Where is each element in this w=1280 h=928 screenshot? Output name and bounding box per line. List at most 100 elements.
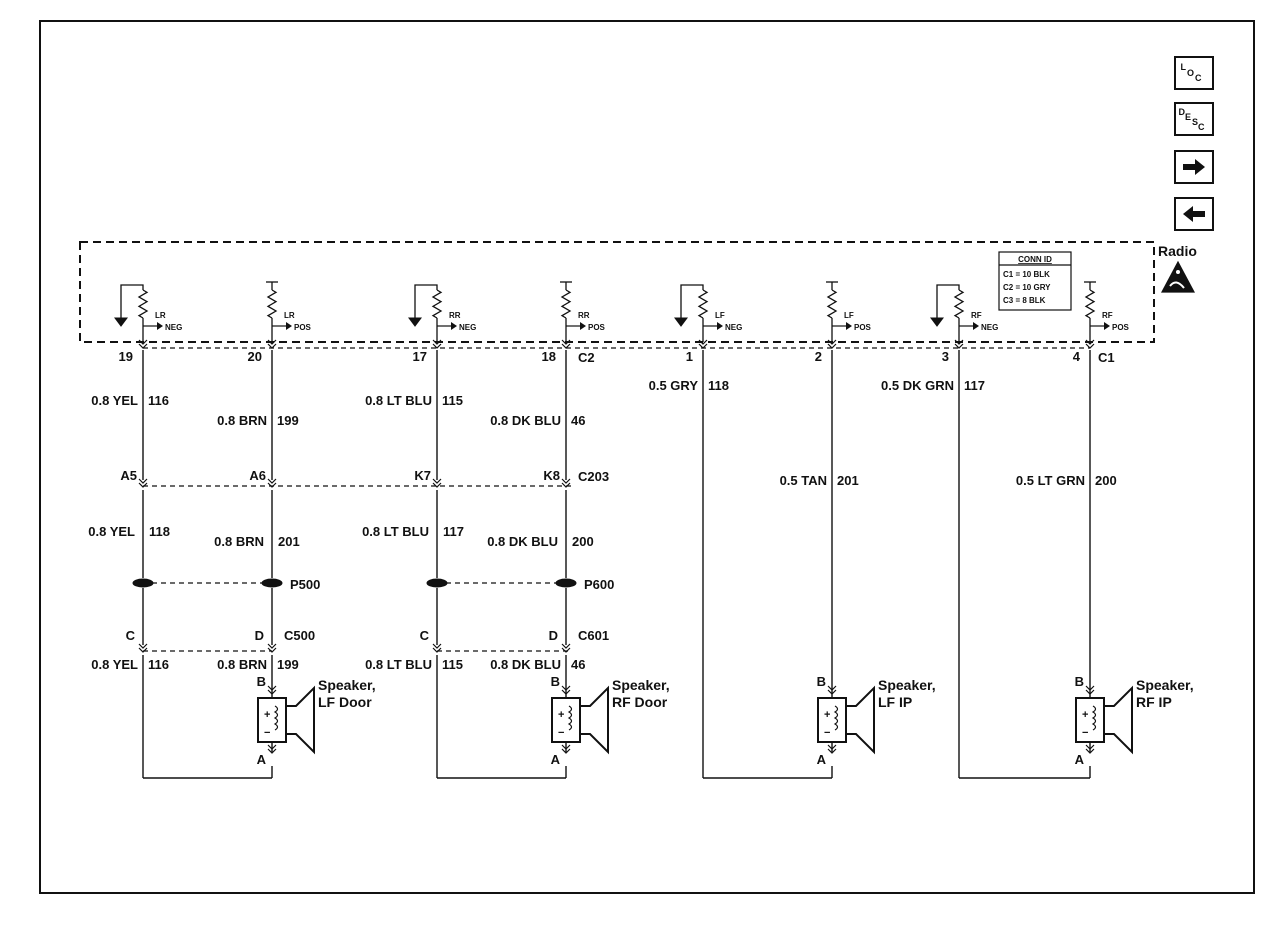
connector-c601-label: C601 <box>578 628 609 643</box>
desc-letter-s: S <box>1192 117 1199 127</box>
speaker-cone-icon <box>846 685 875 755</box>
previous-page-button[interactable] <box>1174 197 1214 231</box>
speaker-pin-a: A <box>817 752 827 767</box>
speaker-pin-a: A <box>1075 752 1085 767</box>
diagram-frame <box>39 20 1255 894</box>
speaker-pin-a-chevron <box>267 744 277 754</box>
wire-color-upper-3: 0.8 DK BLU <box>490 413 561 428</box>
terminal-label-bottom-lr-pos: POS <box>294 323 312 332</box>
arrow-right-icon <box>580 322 586 330</box>
arrow-right-icon <box>846 322 852 330</box>
door-connector-pin: C <box>420 628 430 643</box>
terminal-label-top-rr-pos: RR <box>578 311 590 320</box>
wire-circuit-middle-0: 118 <box>149 524 170 539</box>
wire-circuit-lower-0: 116 <box>148 657 169 672</box>
speaker-cone-icon <box>1104 685 1133 755</box>
speaker-name-line2: LF IP <box>878 694 912 710</box>
radio-module-box <box>79 241 1155 343</box>
speaker-coil-icon <box>1091 705 1097 731</box>
module-connector-chevron <box>827 339 837 349</box>
terminal-label-top-lf-neg: LF <box>715 311 725 320</box>
speaker-coil-icon <box>833 705 839 731</box>
speaker-cone-icon <box>580 685 609 755</box>
arrow-right-icon <box>157 322 163 330</box>
conn-id-row-c3: C3 = 8 BLK <box>1003 296 1046 305</box>
speaker-plus-sign: + <box>824 709 830 721</box>
speaker-plus-sign: + <box>1082 709 1088 721</box>
speaker-box <box>551 697 581 743</box>
terminal-label-bottom-lf-pos: POS <box>854 323 872 332</box>
connector-c500-label: C500 <box>284 628 315 643</box>
desc-letter-e: E <box>1184 112 1191 122</box>
speaker-pin-a-chevron <box>561 744 571 754</box>
speaker-box <box>1075 697 1105 743</box>
speaker-pin-b: B <box>1075 674 1084 689</box>
description-button[interactable]: D E S C <box>1174 102 1214 136</box>
terminal-label-bottom-lr-neg: NEG <box>165 323 182 332</box>
c203-pin-k8: K8 <box>543 468 560 483</box>
loc-letter-c: C <box>1195 73 1202 83</box>
speaker-box <box>817 697 847 743</box>
wire-circuit-middle-3: 200 <box>572 534 594 549</box>
conn-id-row-c2: C2 = 10 GRY <box>1003 283 1051 292</box>
terminal-label-top-rf-pos: RF <box>1102 311 1113 320</box>
ground-icon <box>674 317 688 327</box>
module-connector-chevron <box>561 339 571 349</box>
speaker-pin-a: A <box>257 752 267 767</box>
wire-circuit-middle-2: 117 <box>443 524 464 539</box>
module-connector-chevron <box>432 339 442 349</box>
next-page-button[interactable] <box>1174 150 1214 184</box>
location-button[interactable]: L O C <box>1174 56 1214 90</box>
speaker-coil-icon <box>273 705 279 731</box>
ground-lead-rr-neg <box>414 284 438 318</box>
ground-lead-rf-neg <box>936 284 960 318</box>
arrow-right-icon <box>286 322 292 330</box>
module-pin-18: 18 <box>542 349 556 364</box>
terminal-label-top-lr-pos: LR <box>284 311 295 320</box>
conn-id-row-c1: C1 = 10 BLK <box>1003 270 1050 279</box>
door-connector-chevron <box>138 643 148 653</box>
radio-module-label: Radio <box>1158 243 1197 259</box>
connector-c1-label: C1 <box>1098 350 1115 365</box>
speaker-pin-a-chevron <box>827 744 837 754</box>
speaker-pin-a: A <box>551 752 561 767</box>
module-connector-chevron <box>1085 339 1095 349</box>
c203-connector-chevron <box>267 478 277 488</box>
speaker-minus-sign: − <box>824 727 830 739</box>
terminal-resistor-lf-neg <box>697 289 709 319</box>
door-connector-chevron <box>561 643 571 653</box>
terminal-resistor-lf-pos <box>826 289 838 319</box>
ground-lead-lr-neg <box>120 284 144 318</box>
desc-letter-d: D <box>1178 107 1185 117</box>
wire-circuit-upper-3: 46 <box>571 413 585 428</box>
arrow-left-icon <box>1183 206 1205 222</box>
arrow-right-icon <box>1183 159 1205 175</box>
wire-circuit-upper-2: 115 <box>442 393 463 408</box>
wire-color-upper-5: 0.5 TAN <box>780 473 827 488</box>
speaker-plus-sign: + <box>264 709 270 721</box>
wire-color-upper-2: 0.8 LT BLU <box>365 393 432 408</box>
wire-circuit-upper-4: 118 <box>708 378 729 393</box>
terminal-resistor-rr-neg <box>431 289 443 319</box>
speaker-plus-sign: + <box>558 709 564 721</box>
wire-circuit-lower-1: 199 <box>277 657 299 672</box>
c203-connector-chevron <box>432 478 442 488</box>
terminal-resistor-rr-pos <box>560 289 572 319</box>
loc-letter-l: L <box>1180 62 1186 72</box>
loc-letter-o: O <box>1186 68 1194 78</box>
wire-circuit-upper-7: 200 <box>1095 473 1117 488</box>
module-pin-19: 19 <box>119 349 133 364</box>
speaker-name-line1: Speaker, <box>878 677 936 693</box>
wire-circuit-middle-1: 201 <box>278 534 300 549</box>
desc-letter-c: C <box>1198 122 1205 132</box>
speaker-pin-b: B <box>551 674 560 689</box>
c203-connector-chevron <box>561 478 571 488</box>
c203-pin-a5: A5 <box>120 468 137 483</box>
module-pin-2: 2 <box>815 349 822 364</box>
door-connector-pin: D <box>255 628 264 643</box>
door-connector-chevron <box>267 643 277 653</box>
door-connector-pin: D <box>549 628 558 643</box>
conn-id-box <box>998 251 1072 311</box>
speaker-minus-sign: − <box>558 727 564 739</box>
